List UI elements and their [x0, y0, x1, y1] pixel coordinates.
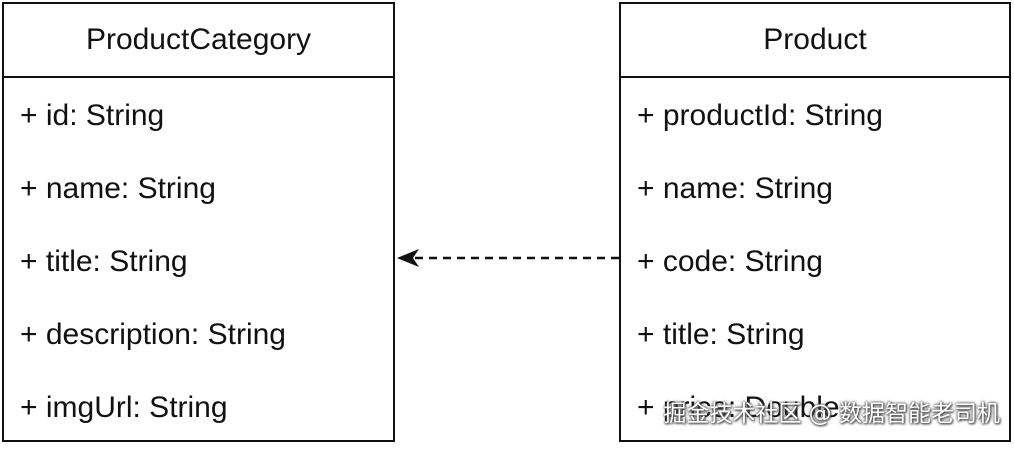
- attribute-description: + description: String: [20, 318, 286, 351]
- attribute-id: + id: String: [20, 99, 165, 132]
- attribute-list: + id: String + name: String + title: Str…: [4, 78, 393, 463]
- attribute-title: + title: String: [637, 318, 805, 351]
- attribute-productid: + productId: String: [637, 99, 883, 132]
- watermark-text: 掘金技术社区 @ 数据智能老司机: [663, 401, 1000, 427]
- attribute-name: + name: String: [20, 172, 216, 205]
- attribute-price: + price: Double: [637, 391, 840, 424]
- attribute-list: + productId: String + name: String + cod…: [621, 78, 1009, 463]
- attribute-name: + name: String: [637, 172, 833, 205]
- attribute-code: + code: String: [637, 245, 823, 278]
- attribute-title: + title: String: [20, 245, 188, 278]
- dependency-arrowhead: [397, 249, 419, 267]
- attribute-imgurl: + imgUrl: String: [20, 391, 228, 424]
- class-name: Product: [621, 4, 1009, 78]
- class-box-product[interactable]: Product + productId: String + name: Stri…: [619, 2, 1011, 442]
- class-name: ProductCategory: [4, 4, 393, 78]
- class-box-productcategory[interactable]: ProductCategory + id: String + name: Str…: [2, 2, 395, 442]
